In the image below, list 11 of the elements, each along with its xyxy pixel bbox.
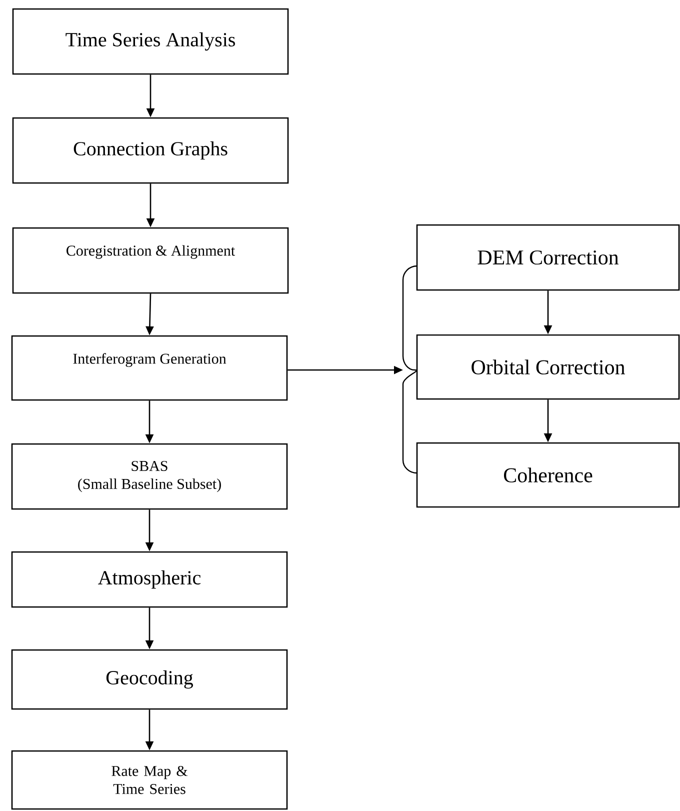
process-box: Time Series Analysis bbox=[12, 8, 289, 75]
process-box: Interferogram Generation bbox=[11, 335, 288, 401]
process-box: Coherence bbox=[416, 442, 680, 508]
process-box: Orbital Correction bbox=[416, 334, 680, 400]
process-box: Coregistration & Alignment bbox=[12, 227, 289, 294]
process-box: Rate Map & Time Series bbox=[11, 750, 288, 810]
process-box: Connection Graphs bbox=[12, 117, 289, 184]
process-box: Atmospheric bbox=[11, 551, 288, 608]
process-box: Geocoding bbox=[11, 649, 288, 710]
process-box: DEM Correction bbox=[416, 224, 680, 291]
process-box: SBAS (Small Baseline Subset) bbox=[11, 443, 288, 510]
